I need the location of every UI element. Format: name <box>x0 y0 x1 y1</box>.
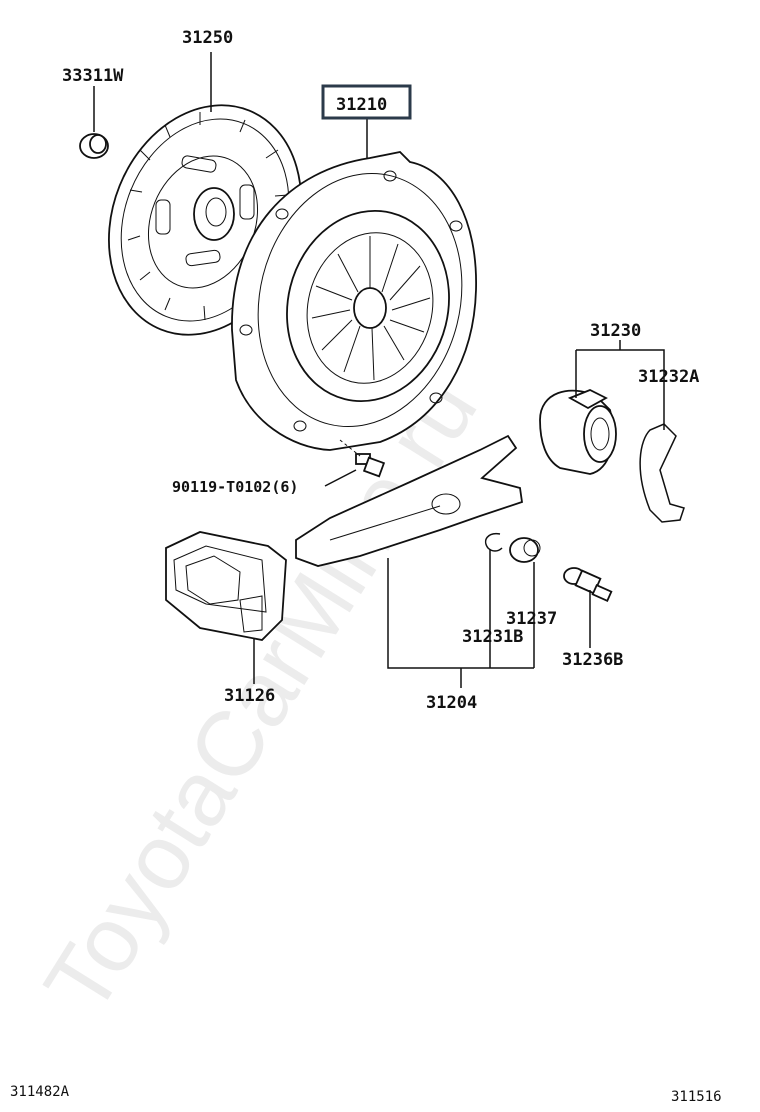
label-31231b[interactable]: 31231B <box>462 627 523 647</box>
label-90119-t0102[interactable]: 90119-T0102(6) <box>172 478 298 496</box>
pivot-drawing <box>563 567 613 603</box>
pilot-bearing-drawing <box>79 133 109 159</box>
leader-lines <box>93 52 665 688</box>
label-31232a[interactable]: 31232A <box>638 367 699 387</box>
label-31230[interactable]: 31230 <box>590 321 641 341</box>
dust-cover-drawing <box>165 531 287 641</box>
label-31236b[interactable]: 31236B <box>562 650 623 670</box>
selected-part-highlight <box>321 84 412 120</box>
boot-drawing <box>509 537 541 563</box>
clutch-cover-drawing <box>231 151 477 451</box>
snap-ring-drawing <box>484 532 503 552</box>
footer-left-code: 311482A <box>10 1084 70 1100</box>
release-fork-drawing <box>295 434 523 567</box>
label-31250[interactable]: 31250 <box>182 28 233 48</box>
label-31237[interactable]: 31237 <box>506 609 557 629</box>
label-31210[interactable]: 31210 <box>336 95 387 115</box>
bolt-drawing <box>339 439 386 478</box>
label-31126[interactable]: 31126 <box>224 686 275 706</box>
label-31204[interactable]: 31204 <box>426 693 477 713</box>
label-33311w[interactable]: 33311W <box>62 66 124 86</box>
footer-right-code: 311516 <box>671 1089 722 1105</box>
clip-drawing <box>639 423 685 523</box>
release-bearing-drawing <box>539 389 617 475</box>
